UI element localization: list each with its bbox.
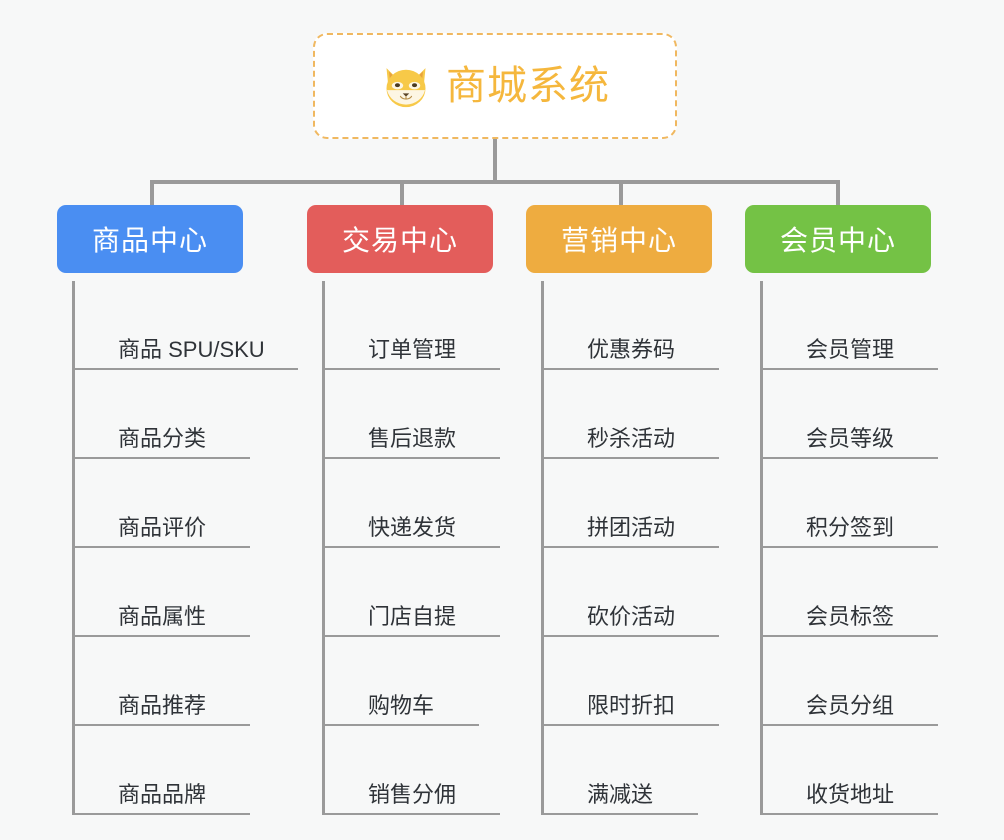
- leaf-item[interactable]: 会员分组: [760, 637, 938, 726]
- leaf-item[interactable]: 拼团活动: [541, 459, 719, 548]
- leaf-column-rail: [72, 281, 75, 815]
- category-box-label: 商品中心: [91, 225, 208, 256]
- leaf-column-1: 商品 SPU/SKU 商品分类商品评价商品属性商品推荐商品品牌: [72, 281, 298, 815]
- category-box-label: 营销中心: [560, 225, 677, 256]
- leaf-item-label: 商品品牌: [72, 782, 250, 815]
- leaf-item[interactable]: 商品品牌: [72, 726, 298, 815]
- leaf-item[interactable]: 商品 SPU/SKU: [72, 281, 298, 370]
- leaf-item-label: 秒杀活动: [541, 426, 719, 459]
- leaf-item-label: 购物车: [322, 693, 479, 726]
- leaf-item-label: 拼团活动: [541, 515, 719, 548]
- leaf-item-label: 积分签到: [760, 515, 938, 548]
- root-node-shopping-mall-system[interactable]: 商城系统: [313, 33, 677, 139]
- leaf-item[interactable]: 订单管理: [322, 281, 500, 370]
- leaf-column-4: 会员管理会员等级积分签到会员标签会员分组收货地址: [760, 281, 938, 815]
- leaf-item-label: 商品 SPU/SKU: [72, 337, 298, 370]
- leaf-item[interactable]: 商品评价: [72, 459, 298, 548]
- leaf-item[interactable]: 砍价活动: [541, 548, 719, 637]
- leaf-item-label: 商品分类: [72, 426, 250, 459]
- leaf-item[interactable]: 商品推荐: [72, 637, 298, 726]
- shiba-dog-face-icon: [386, 68, 426, 108]
- leaf-item[interactable]: 积分签到: [760, 459, 938, 548]
- leaf-column-rail: [760, 281, 763, 815]
- connector-drop-2: [400, 180, 404, 205]
- leaf-item-label: 门店自提: [322, 604, 500, 637]
- leaf-item[interactable]: 会员管理: [760, 281, 938, 370]
- leaf-item[interactable]: 快递发货: [322, 459, 500, 548]
- leaf-item-label: 销售分佣: [322, 782, 500, 815]
- leaf-item[interactable]: 门店自提: [322, 548, 500, 637]
- connector-drop-3: [619, 180, 623, 205]
- leaf-item[interactable]: 购物车: [322, 637, 500, 726]
- leaf-item[interactable]: 满减送: [541, 726, 719, 815]
- leaf-item[interactable]: 销售分佣: [322, 726, 500, 815]
- leaf-item-label: 商品评价: [72, 515, 250, 548]
- leaf-item[interactable]: 会员标签: [760, 548, 938, 637]
- leaf-column-3: 优惠券码秒杀活动拼团活动砍价活动限时折扣满减送: [541, 281, 719, 815]
- root-node-label: 商城系统: [446, 64, 610, 108]
- leaf-item-label: 商品推荐: [72, 693, 250, 726]
- category-box-4[interactable]: 会员中心: [745, 205, 931, 273]
- category-box-3[interactable]: 营销中心: [526, 205, 712, 273]
- connector-drop-4: [836, 180, 840, 205]
- leaf-item[interactable]: 售后退款: [322, 370, 500, 459]
- category-box-1[interactable]: 商品中心: [57, 205, 243, 273]
- leaf-item[interactable]: 会员等级: [760, 370, 938, 459]
- leaf-item-label: 收货地址: [760, 782, 938, 815]
- category-box-label: 交易中心: [341, 225, 458, 256]
- category-box-2[interactable]: 交易中心: [307, 205, 493, 273]
- leaf-column-rail: [541, 281, 544, 815]
- leaf-item-label: 会员标签: [760, 604, 938, 637]
- leaf-column-2: 订单管理售后退款快递发货门店自提购物车销售分佣: [322, 281, 500, 815]
- leaf-column-rail: [322, 281, 325, 815]
- leaf-item[interactable]: 收货地址: [760, 726, 938, 815]
- category-box-label: 会员中心: [779, 225, 896, 256]
- leaf-item-label: 会员等级: [760, 426, 938, 459]
- leaf-item-label: 会员管理: [760, 337, 938, 370]
- leaf-item[interactable]: 商品分类: [72, 370, 298, 459]
- leaf-item-label: 会员分组: [760, 693, 938, 726]
- connector-root-stem: [493, 139, 497, 182]
- leaf-item-label: 商品属性: [72, 604, 250, 637]
- leaf-item-label: 订单管理: [322, 337, 500, 370]
- leaf-item[interactable]: 秒杀活动: [541, 370, 719, 459]
- connector-drop-1: [150, 180, 154, 205]
- leaf-item-label: 快递发货: [322, 515, 500, 548]
- leaf-item-label: 限时折扣: [541, 693, 719, 726]
- leaf-item[interactable]: 限时折扣: [541, 637, 719, 726]
- leaf-item[interactable]: 商品属性: [72, 548, 298, 637]
- leaf-item-label: 售后退款: [322, 426, 500, 459]
- leaf-item-label: 优惠券码: [541, 337, 719, 370]
- leaf-item[interactable]: 优惠券码: [541, 281, 719, 370]
- connector-horizontal-bus: [150, 180, 838, 184]
- leaf-item-label: 满减送: [541, 782, 698, 815]
- leaf-item-label: 砍价活动: [541, 604, 719, 637]
